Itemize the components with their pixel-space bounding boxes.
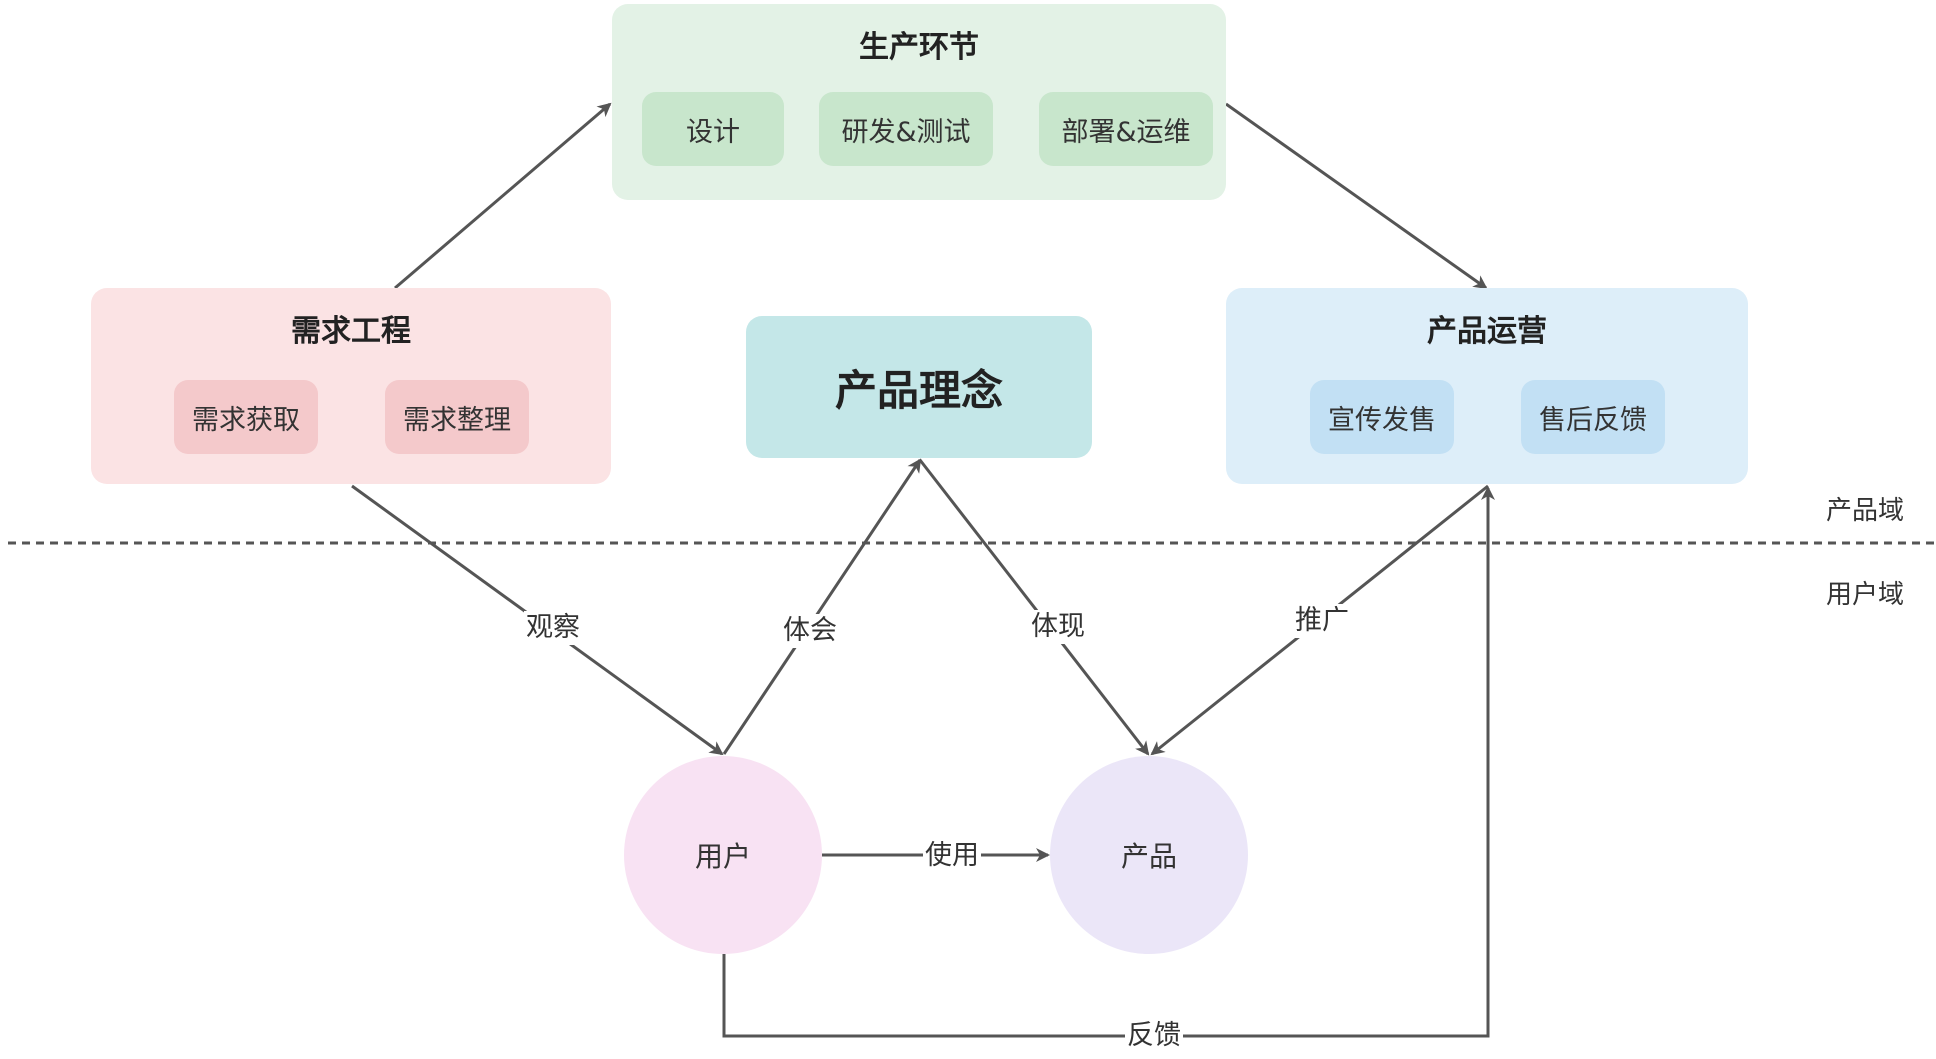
operations-item-aftersales[interactable]: 售后反馈 — [1521, 380, 1665, 454]
production-item-dev-test[interactable]: 研发&测试 — [819, 92, 993, 166]
edge-label-use: 使用 — [923, 839, 981, 873]
edge-production-to-operations — [1225, 102, 1488, 290]
production-item-design[interactable]: 设计 — [642, 92, 784, 166]
edge-requirements-to-production — [394, 102, 612, 290]
user-node[interactable]: 用户 — [624, 756, 822, 954]
product-node[interactable]: 产品 — [1050, 756, 1248, 954]
production-title: 生产环节 — [859, 30, 979, 65]
edge-label-feedback: 反馈 — [1125, 1019, 1183, 1053]
edge-feedback — [722, 486, 1495, 1038]
product-domain-label: 产品域 — [1826, 496, 1905, 526]
edge-label-embody: 体现 — [1029, 610, 1087, 644]
user-domain-label: 用户域 — [1826, 580, 1905, 610]
requirements-group: 需求工程 需求获取 需求整理 — [91, 288, 611, 484]
edge-label-experience: 体会 — [781, 614, 839, 648]
edge-embody — [918, 459, 1150, 756]
edge-label-observe: 观察 — [524, 611, 582, 645]
product-concept-box[interactable]: 产品理念 — [746, 316, 1092, 458]
requirements-title: 需求工程 — [291, 314, 411, 349]
operations-group: 产品运营 宣传发售 售后反馈 — [1226, 288, 1748, 484]
requirements-item-organize[interactable]: 需求整理 — [385, 380, 529, 454]
edge-label-promote: 推广 — [1293, 604, 1351, 638]
production-group: 生产环节 设计 研发&测试 部署&运维 — [612, 4, 1226, 200]
production-item-deploy-ops[interactable]: 部署&运维 — [1039, 92, 1213, 166]
edge-experience — [722, 458, 922, 755]
operations-title: 产品运营 — [1427, 314, 1547, 349]
requirements-item-gather[interactable]: 需求获取 — [174, 380, 318, 454]
operations-item-promo-sale[interactable]: 宣传发售 — [1310, 380, 1454, 454]
